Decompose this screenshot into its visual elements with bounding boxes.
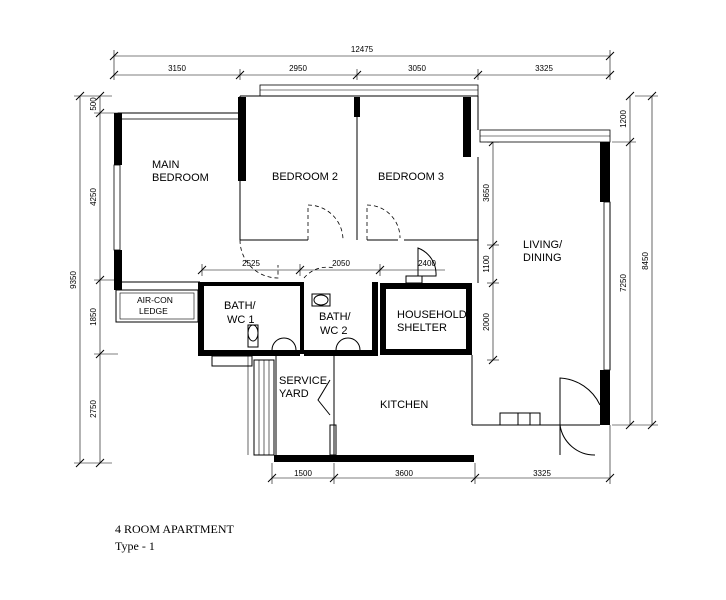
window-living-right [603, 201, 611, 371]
window-bedroom-top [259, 84, 479, 97]
dim-inner-right-1: 3650 [482, 184, 491, 202]
fixtures [211, 293, 361, 367]
label-bath1-1: BATH/ [224, 300, 257, 312]
dim-left-3: 1850 [89, 308, 98, 326]
walls [113, 84, 611, 462]
dim-right-inner-2: 7250 [619, 274, 628, 292]
dimension-labels: 12475 3150 2950 3050 3325 9350 500 4250 … [69, 45, 650, 478]
label-main-bedroom-1: MAIN [152, 159, 180, 171]
label-shelter-2: SHELTER [397, 322, 447, 334]
room-labels: MAIN BEDROOM BEDROOM 2 BEDROOM 3 LIVING/… [137, 159, 563, 411]
dim-top-4: 3325 [535, 64, 553, 73]
dim-right-outer: 8450 [641, 252, 650, 270]
label-bedroom3: BEDROOM 3 [378, 171, 444, 183]
door-living-main [559, 377, 601, 425]
label-living-1: LIVING/ [523, 239, 563, 251]
label-bedroom2: BEDROOM 2 [272, 171, 338, 183]
dim-bottom-1: 1500 [294, 469, 312, 478]
window-main-bedroom-top [117, 112, 241, 120]
door-shelter [417, 247, 437, 277]
dim-left-4: 2750 [89, 400, 98, 418]
label-kitchen: KITCHEN [380, 399, 428, 411]
caption: 4 ROOM APARTMENT Type - 1 [115, 522, 235, 553]
doors [239, 204, 601, 456]
label-shelter-1: HOUSEHOLD [397, 309, 467, 321]
label-aircon-1: AIR-CON [137, 295, 173, 305]
caption-title: 4 ROOM APARTMENT [115, 522, 235, 536]
label-service-2: YARD [279, 388, 309, 400]
door-bedroom3 [366, 204, 401, 240]
dim-inner-right-2: 1100 [482, 255, 491, 273]
label-bath1-2: WC 1 [227, 314, 255, 326]
door-main-bedroom [239, 239, 279, 279]
dim-left-1: 500 [89, 97, 98, 111]
label-main-bedroom-2: BEDROOM [152, 172, 209, 184]
toilet-bath2 [311, 293, 331, 307]
door-bedroom2 [307, 204, 344, 241]
dim-inner-mid-3: 2400 [418, 259, 436, 268]
label-bath2-2: WC 2 [320, 325, 348, 337]
dim-top-1: 3150 [168, 64, 186, 73]
dim-total-width: 12475 [351, 45, 374, 54]
label-aircon-2: LEDGE [139, 306, 168, 316]
label-living-2: DINING [523, 252, 562, 264]
door-bath2 [303, 266, 335, 279]
label-service-1: SERVICE [279, 375, 327, 387]
dim-bottom-2: 3600 [395, 469, 413, 478]
dimension-lines [74, 50, 658, 484]
dim-top-3: 3050 [408, 64, 426, 73]
dim-inner-mid-2: 2050 [332, 259, 350, 268]
window-main-bedroom-left [113, 164, 121, 251]
dim-inner-right-3: 2000 [482, 313, 491, 331]
label-bath2-1: BATH/ [319, 311, 352, 323]
dim-top-2: 2950 [289, 64, 307, 73]
dim-left-total: 9350 [69, 271, 78, 289]
caption-type: Type - 1 [115, 539, 155, 553]
dim-inner-mid-1: 2525 [242, 259, 260, 268]
dim-left-2: 4250 [89, 188, 98, 206]
dim-right-inner-1: 1200 [619, 110, 628, 128]
dim-bottom-3: 3325 [533, 469, 551, 478]
door-service-yard [317, 379, 331, 416]
